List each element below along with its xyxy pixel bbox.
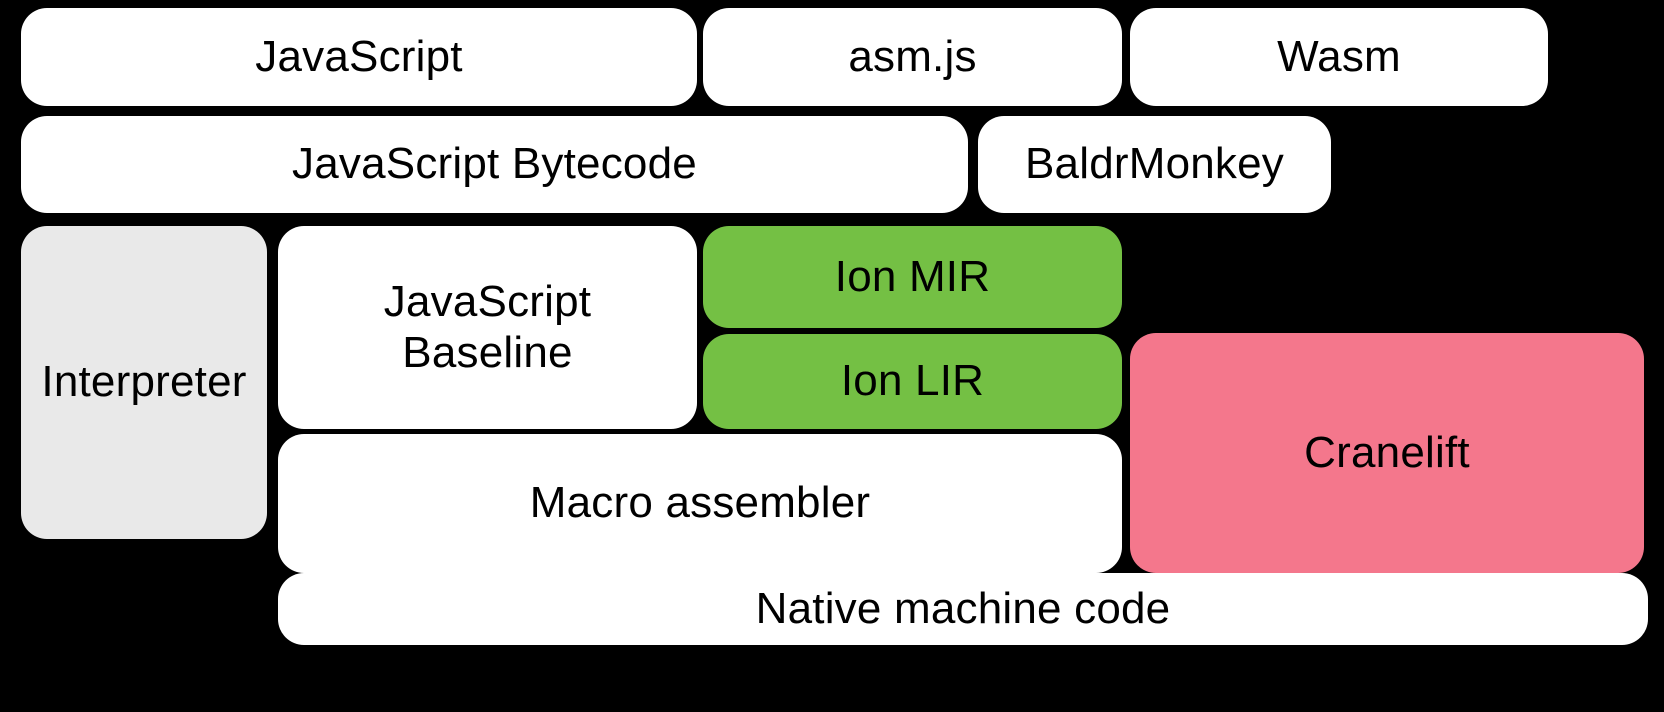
node-javascript-bytecode: JavaScript Bytecode: [21, 116, 968, 213]
node-asm-js: asm.js: [703, 8, 1122, 106]
node-cranelift: Cranelift: [1130, 333, 1644, 573]
node-native-machine-code: Native machine code: [278, 573, 1648, 645]
node-javascript-baseline: JavaScript Baseline: [278, 226, 697, 429]
node-interpreter: Interpreter: [21, 226, 267, 539]
node-javascript: JavaScript: [21, 8, 697, 106]
node-macro-assembler: Macro assembler: [278, 434, 1122, 573]
node-ion-lir: Ion LIR: [703, 334, 1122, 429]
node-baldrmonkey: BaldrMonkey: [978, 116, 1331, 213]
node-wasm: Wasm: [1130, 8, 1548, 106]
node-ion-mir: Ion MIR: [703, 226, 1122, 328]
